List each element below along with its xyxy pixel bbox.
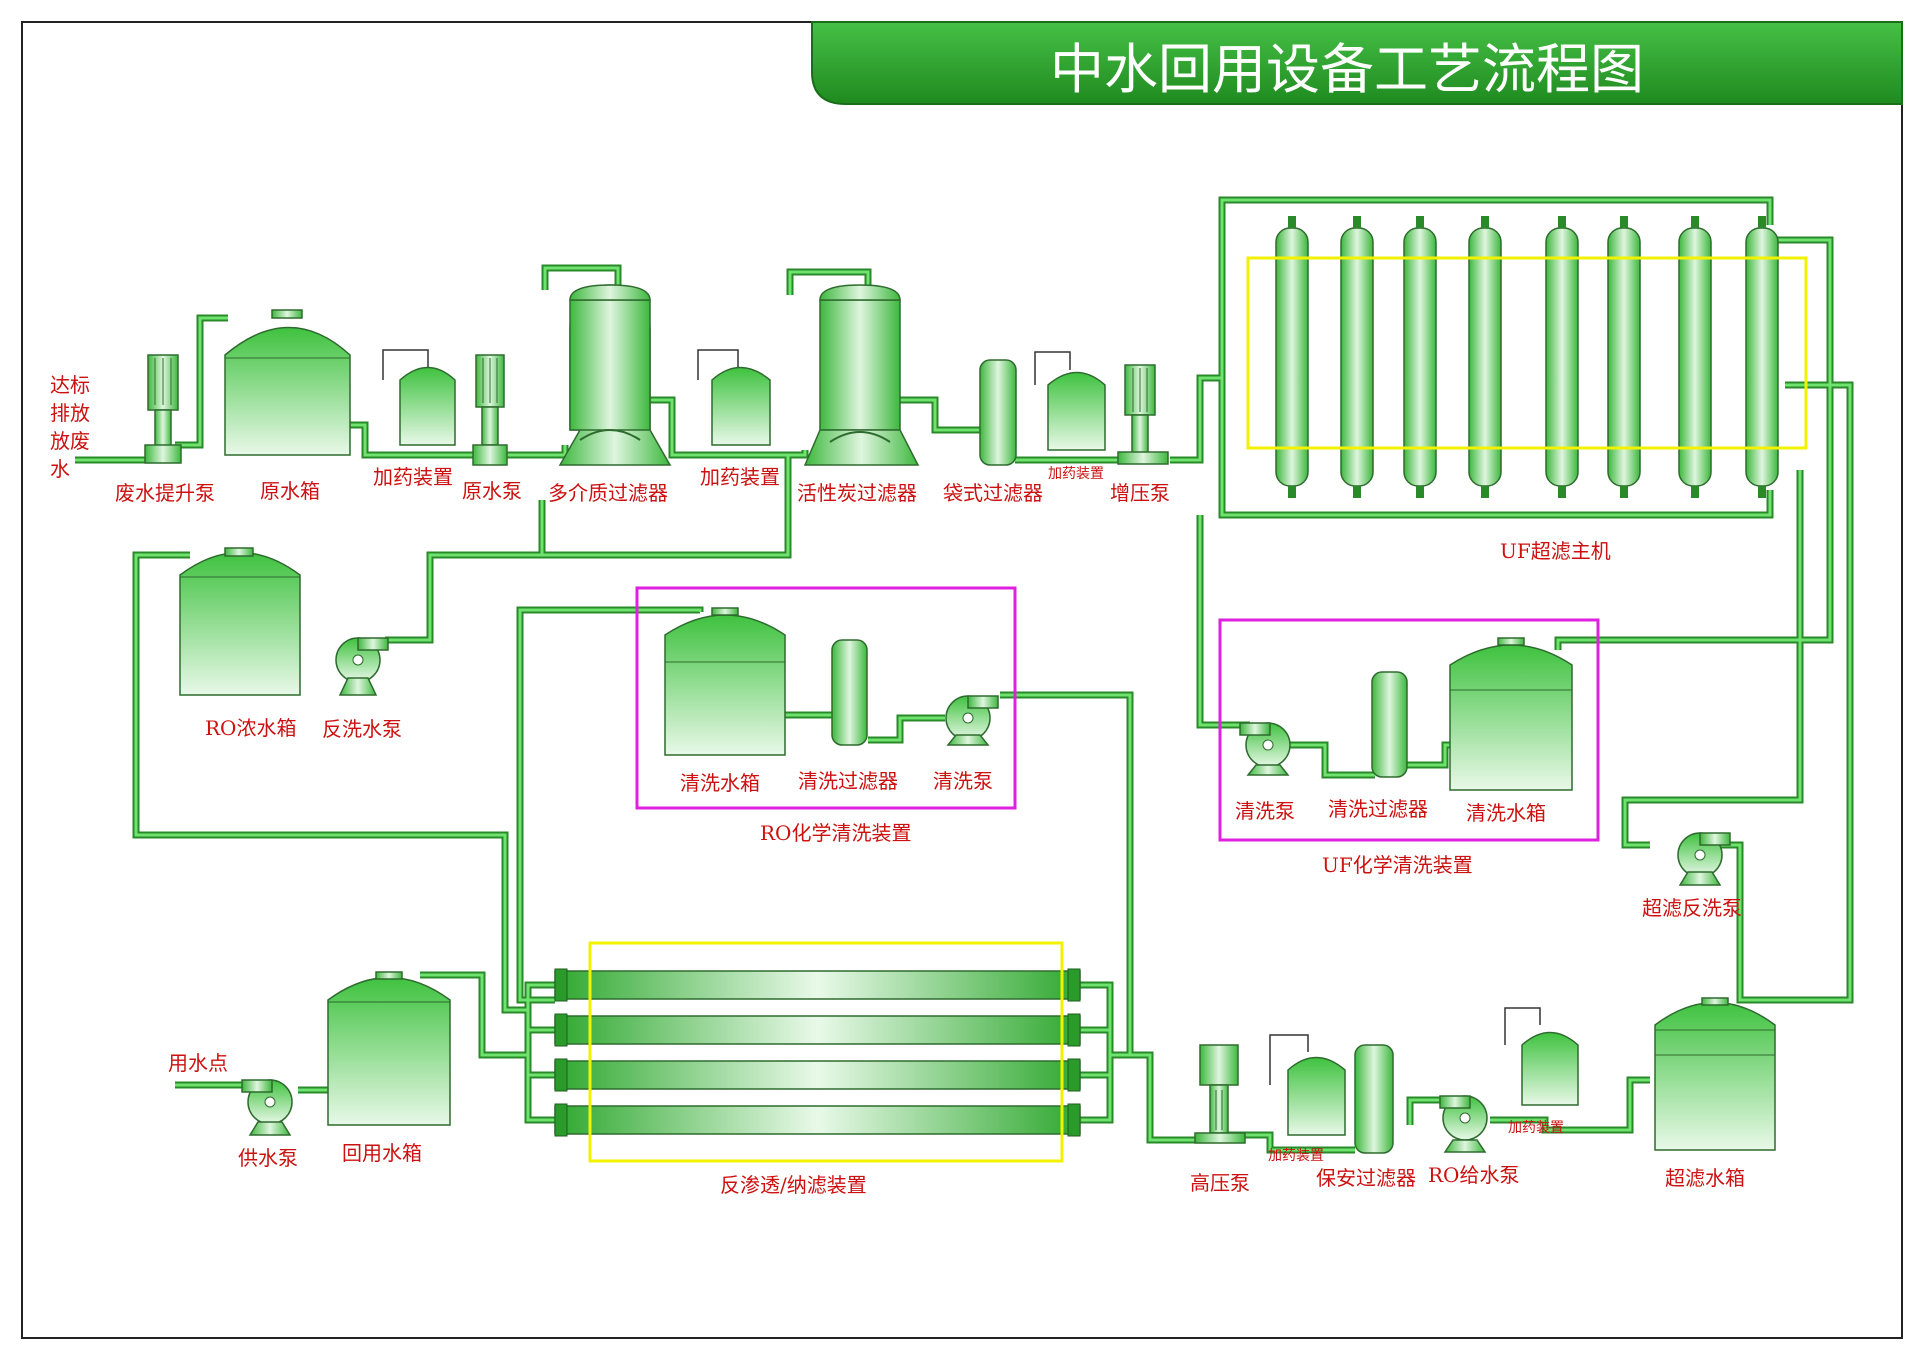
label-ro-chem-clean: RO化学清洗装置 [760, 821, 911, 845]
uf-membrane-fitting [1288, 216, 1296, 228]
label-source: 达标排放放废水 [50, 373, 90, 481]
uf-membrane-rack [1275, 216, 1779, 498]
ro-membrane-tube [554, 1060, 1081, 1090]
ro-membrane-endcap [1067, 1103, 1081, 1137]
uf-chemical-clean-box [1218, 618, 1600, 842]
label-ro-concentrate-tank: RO浓水箱 [205, 716, 296, 740]
ro-membrane-rack [554, 968, 1081, 1137]
dosing-unit-2 [697, 349, 771, 446]
ro-membrane-highlight [588, 941, 1064, 1163]
label-dosing-1: 加药装置 [373, 465, 453, 489]
ro-clean-pump [945, 695, 999, 746]
label-ro-nf-unit: 反渗透/纳滤装置 [720, 1173, 867, 1197]
ro-concentrate-tank [179, 547, 301, 696]
label-ro-clean-filter: 清洗过滤器 [798, 769, 898, 793]
label-reuse-tank: 回用水箱 [342, 1141, 422, 1165]
label-dosing-4: 加药装置 [1268, 1148, 1324, 1164]
uf-membrane-fitting [1620, 486, 1628, 498]
dosing-unit-1 [382, 349, 456, 446]
raw-water-pump [472, 354, 508, 466]
label-ro-clean-tank: 清洗水箱 [680, 771, 760, 795]
uf-clean-filter [1371, 671, 1408, 778]
uf-clean-pump [1239, 722, 1291, 776]
label-uf-chem-clean: UF化学清洗装置 [1322, 853, 1473, 877]
label-raw-pump: 原水泵 [462, 479, 522, 503]
label-ro-feed-pump: RO给水泵 [1428, 1163, 1519, 1187]
label-security-filter: 保安过滤器 [1316, 1166, 1416, 1190]
label-uf-clean-filter: 清洗过滤器 [1328, 797, 1428, 821]
uf-membrane-fitting [1288, 486, 1296, 498]
uf-membrane-fitting [1758, 216, 1766, 228]
ro-feed-pump [1439, 1095, 1488, 1153]
ro-membrane-tube [554, 970, 1081, 1000]
waste-lift-pump [144, 354, 182, 464]
uf-membrane-fitting [1416, 486, 1424, 498]
ro-clean-tank [664, 607, 786, 756]
raw-water-tank [224, 309, 351, 456]
ro-membrane-tube [554, 1105, 1081, 1135]
uf-membrane-fitting [1558, 216, 1566, 228]
uf-clean-tank [1449, 637, 1573, 791]
reuse-water-tank [327, 971, 451, 1126]
supply-pump [241, 1079, 293, 1136]
uf-membrane-fitting [1353, 486, 1361, 498]
uf-membrane-fitting [1416, 216, 1424, 228]
multi-media-filter [558, 284, 672, 466]
uf-membrane-fitting [1353, 216, 1361, 228]
label-bag-filter: 袋式过滤器 [943, 481, 1043, 505]
page-title: 中水回用设备工艺流程图 [1050, 38, 1644, 101]
label-waste-lift-pump: 废水提升泵 [115, 481, 215, 505]
high-pressure-pump [1194, 1044, 1246, 1144]
label-uf-clean-pump: 清洗泵 [1235, 799, 1295, 823]
ro-membrane-endcap [1067, 1013, 1081, 1047]
label-uf-clean-tank: 清洗水箱 [1466, 801, 1546, 825]
activated-carbon-filter [803, 284, 920, 466]
uf-membrane-fitting [1620, 216, 1628, 228]
uf-membrane-fitting [1758, 486, 1766, 498]
uf-membrane-fitting [1481, 216, 1489, 228]
label-hp-pump: 高压泵 [1190, 1171, 1250, 1195]
dosing-unit-3 [1034, 351, 1106, 451]
booster-pump [1117, 364, 1169, 465]
dosing-unit-4 [1269, 1034, 1346, 1136]
uf-membrane-fitting [1558, 486, 1566, 498]
label-dosing-5: 加药装置 [1508, 1120, 1564, 1136]
labels: 达标排放放废水 废水提升泵 原水箱 加药装置 原水泵 多介质过滤器 加药装置 活… [50, 373, 1745, 1197]
uf-backwash-pump [1677, 832, 1731, 886]
backwash-pump [335, 637, 389, 696]
bag-filter [979, 359, 1017, 466]
equipment [144, 216, 1808, 1163]
ro-membrane-endcap [1067, 1058, 1081, 1092]
ro-membrane-endcap [554, 968, 568, 1002]
uf-membrane-fitting [1691, 216, 1699, 228]
ro-membrane-tube [554, 1015, 1081, 1045]
ro-membrane-endcap [1067, 968, 1081, 1002]
label-supply-pump: 供水泵 [238, 1146, 298, 1170]
uf-membrane-fitting [1691, 486, 1699, 498]
label-backwash-pump: 反洗水泵 [322, 717, 402, 741]
title-banner [811, 21, 1903, 105]
label-dosing-3: 加药装置 [1048, 466, 1104, 482]
label-uf-main: UF超滤主机 [1500, 539, 1611, 563]
ro-clean-filter [831, 639, 868, 746]
security-filter [1354, 1044, 1394, 1154]
label-water-point: 用水点 [168, 1051, 228, 1075]
label-carbon-filter: 活性炭过滤器 [797, 481, 917, 505]
label-mmf: 多介质过滤器 [548, 481, 668, 505]
label-ro-clean-pump: 清洗泵 [933, 769, 993, 793]
ro-chemical-clean-box [635, 586, 1017, 810]
ro-membrane-endcap [554, 1013, 568, 1047]
label-uf-tank: 超滤水箱 [1665, 1166, 1745, 1190]
label-dosing-2: 加药装置 [700, 465, 780, 489]
dosing-unit-5 [1504, 1007, 1579, 1106]
label-uf-backwash-pump: 超滤反洗泵 [1642, 896, 1742, 920]
uf-membrane-fitting [1481, 486, 1489, 498]
uf-water-tank [1654, 997, 1776, 1151]
ro-membrane-endcap [554, 1103, 568, 1137]
uf-membrane-highlight [1246, 256, 1808, 450]
label-raw-tank: 原水箱 [260, 479, 320, 503]
label-booster-pump: 增压泵 [1110, 481, 1170, 505]
ro-membrane-endcap [554, 1058, 568, 1092]
